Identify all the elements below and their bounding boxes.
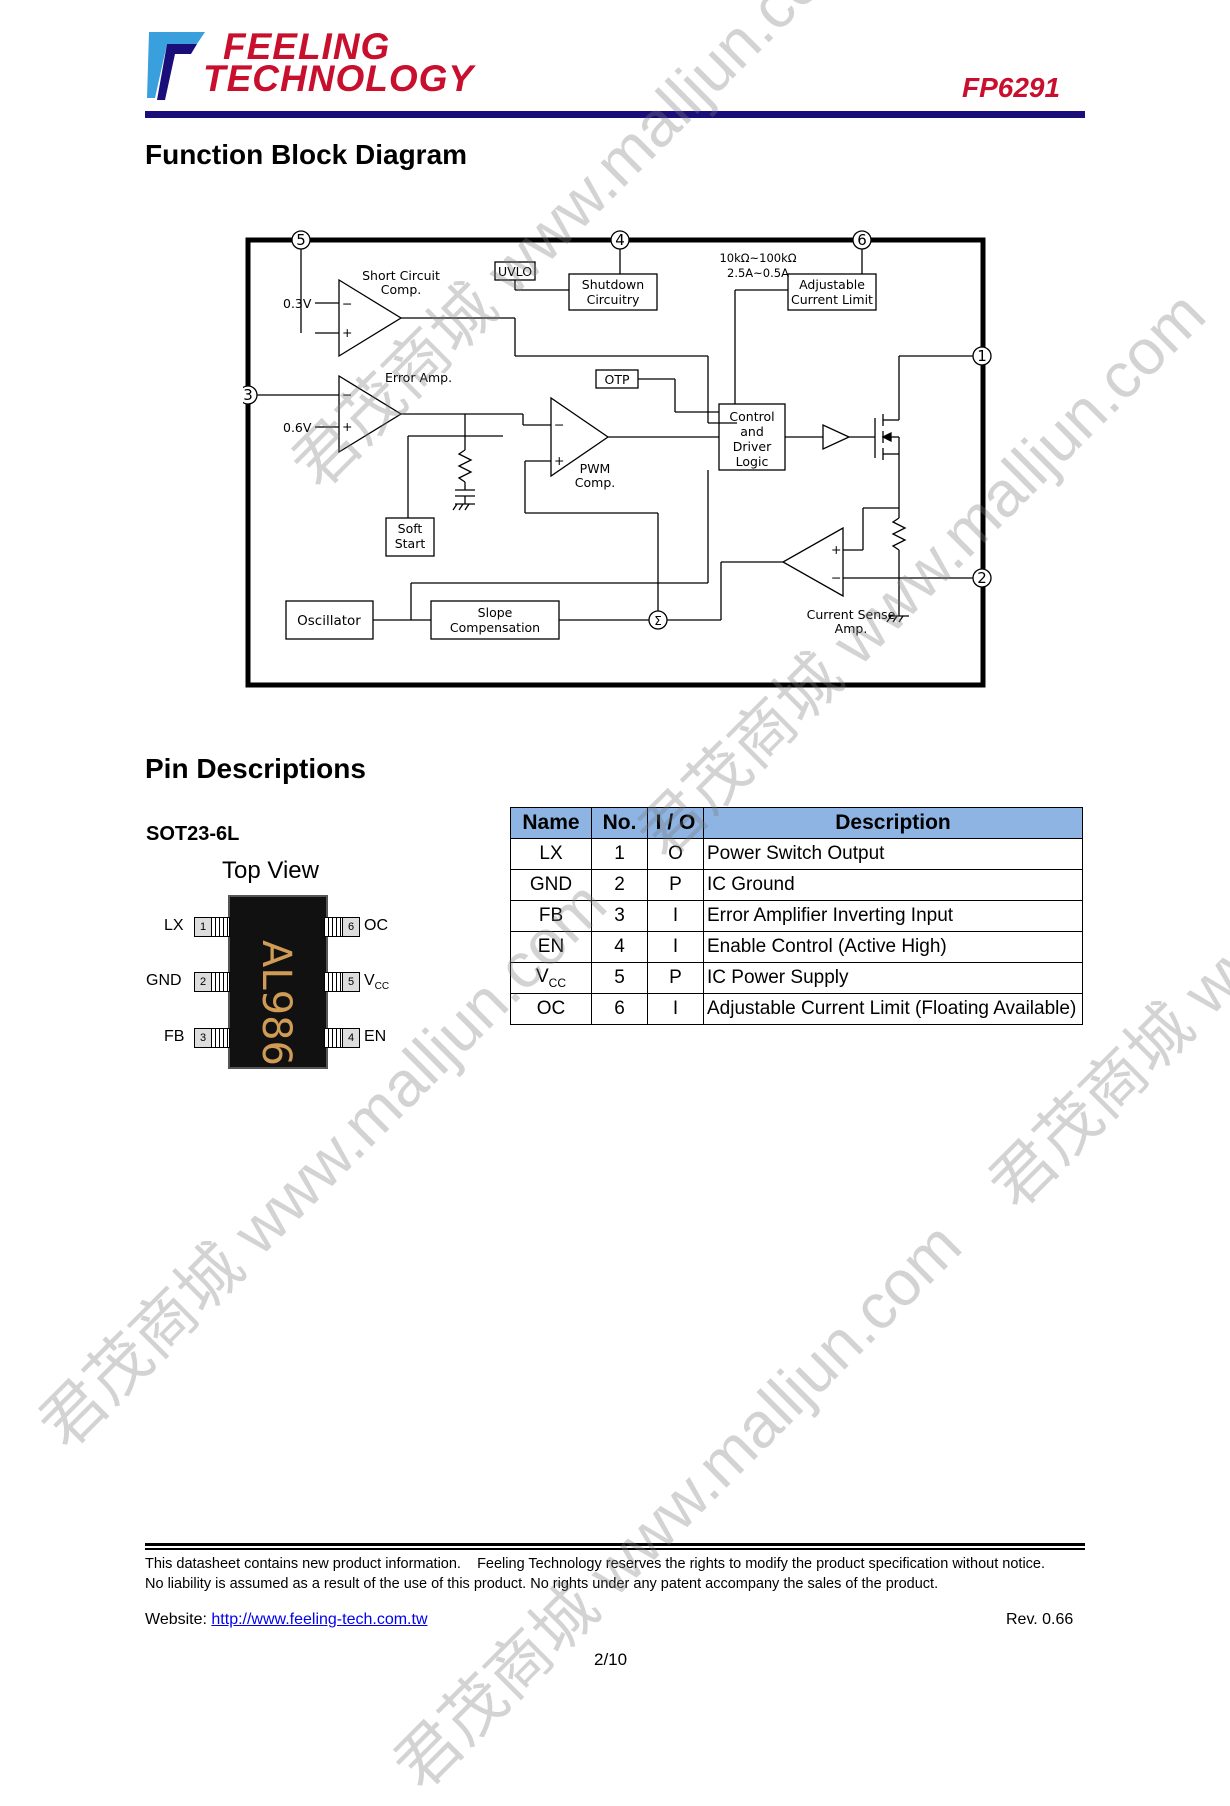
control-label-3: Driver bbox=[733, 439, 772, 454]
otp-label: OTP bbox=[604, 372, 629, 387]
pin1-label: 1 bbox=[977, 347, 987, 365]
sc-plus: + bbox=[342, 325, 352, 340]
soft-start-label-2: Start bbox=[395, 536, 426, 551]
function-block-diagram: 5 4 6 1 3 2 Short Circuit Comp. UVLO Shu… bbox=[243, 230, 992, 688]
shutdown-label-1: Shutdown bbox=[582, 277, 644, 292]
resistor-range: 10kΩ~100kΩ bbox=[719, 251, 796, 265]
logo-line1: FEELING bbox=[223, 26, 391, 67]
adj-limit-label-1: Adjustable bbox=[799, 277, 865, 292]
footer-rule bbox=[145, 1543, 1085, 1546]
pin4-label: 4 bbox=[615, 231, 625, 249]
slope-label-1: Slope bbox=[478, 605, 513, 620]
table-row: FB 3 I Error Amplifier Inverting Input bbox=[510, 900, 1083, 932]
ea-plus: + bbox=[342, 419, 352, 434]
slope-label-2: Compensation bbox=[450, 620, 540, 635]
pin-fb: FB 3 bbox=[140, 1028, 230, 1048]
footer-disclaimer-2: No liability is assumed as a result of t… bbox=[145, 1576, 939, 1592]
package-name: SOT23-6L bbox=[146, 823, 240, 845]
sc-minus: − bbox=[342, 296, 352, 311]
pin-en: 4 EN bbox=[324, 1028, 400, 1048]
footer-rule-thin bbox=[145, 1548, 1085, 1550]
current-range: 2.5A~0.5A bbox=[727, 266, 789, 280]
block-diagram-title: Function Block Diagram bbox=[145, 139, 468, 170]
ref-03v: 0.3V bbox=[283, 296, 312, 311]
csa-label-1: Current Sense bbox=[807, 607, 896, 622]
pin2-label: 2 bbox=[977, 569, 987, 587]
pin6-label: 6 bbox=[857, 231, 867, 249]
footer-website: Website: http://www.feeling-tech.com.tw bbox=[145, 1611, 428, 1628]
top-view-label: Top View bbox=[222, 857, 319, 884]
table-row: GND 2 P IC Ground bbox=[510, 869, 1083, 901]
header-rule bbox=[145, 111, 1085, 118]
pwm-label-2: Comp. bbox=[575, 475, 615, 490]
uvlo-label: UVLO bbox=[498, 264, 532, 279]
page-number: 2/10 bbox=[594, 1650, 628, 1669]
pin-descriptions-title: Pin Descriptions bbox=[145, 753, 366, 784]
table-row: LX 1 O Power Switch Output bbox=[510, 838, 1083, 870]
logo-line2: TECHNOLOGY bbox=[203, 58, 475, 99]
website-link[interactable]: http://www.feeling-tech.com.tw bbox=[211, 1611, 428, 1628]
table-row: VCC 5 P IC Power Supply bbox=[510, 962, 1083, 994]
pin-oc: 6 OC bbox=[324, 917, 400, 937]
pwm-plus: + bbox=[554, 453, 564, 468]
adj-limit-label-2: Current Limit bbox=[791, 292, 873, 307]
ref-06v: 0.6V bbox=[283, 420, 312, 435]
table-row: OC 6 I Adjustable Current Limit (Floatin… bbox=[510, 993, 1083, 1025]
oscillator-label: Oscillator bbox=[297, 613, 361, 629]
package-marking: AL986 bbox=[253, 940, 299, 1066]
shutdown-label-2: Circuitry bbox=[587, 292, 640, 307]
part-number: FP6291 bbox=[962, 72, 1061, 103]
pwm-minus: − bbox=[554, 417, 564, 432]
pwm-label-1: PWM bbox=[580, 461, 611, 476]
pin5-label: 5 bbox=[296, 231, 306, 249]
company-logo: FEELING TECHNOLOGY bbox=[145, 26, 473, 108]
table-row: EN 4 I Enable Control (Active High) bbox=[510, 931, 1083, 963]
csa-minus: − bbox=[831, 570, 841, 585]
col-io: I / O bbox=[647, 807, 704, 839]
pin-description-table: Name No. I / O Description LX 1 O Power … bbox=[510, 807, 1083, 1025]
logo-mark-icon bbox=[147, 32, 205, 100]
footer-disclaimer-1: This datasheet contains new product info… bbox=[145, 1556, 1046, 1572]
ea-minus: − bbox=[342, 387, 352, 402]
col-description: Description bbox=[703, 807, 1083, 839]
summing-node: Σ bbox=[654, 614, 662, 628]
sc-comp-label-1: Short Circuit bbox=[362, 268, 440, 283]
pin-lx: LX 1 bbox=[140, 917, 230, 937]
pin-vcc: 5 VCC bbox=[324, 972, 400, 992]
control-label-4: Logic bbox=[736, 454, 769, 469]
control-label-1: Control bbox=[729, 409, 774, 424]
csa-plus: + bbox=[831, 542, 841, 557]
csa-label-2: Amp. bbox=[835, 621, 868, 636]
col-name: Name bbox=[510, 807, 592, 839]
control-label-2: and bbox=[740, 424, 764, 439]
error-amp-label: Error Amp. bbox=[385, 370, 452, 385]
footer-revision: Rev. 0.66 bbox=[1006, 1611, 1074, 1628]
soft-start-label-1: Soft bbox=[398, 521, 423, 536]
sc-comp-label-2: Comp. bbox=[381, 282, 421, 297]
pin3-label: 3 bbox=[243, 386, 253, 404]
col-no: No. bbox=[591, 807, 648, 839]
watermark: 君茂商城 www.malljun.com bbox=[380, 1208, 975, 1803]
pin-gnd: GND 2 bbox=[140, 972, 230, 992]
sot23-package: AL986 LX 1 GND 2 FB 3 6 OC 5 VCC 4 EN bbox=[140, 855, 400, 1075]
